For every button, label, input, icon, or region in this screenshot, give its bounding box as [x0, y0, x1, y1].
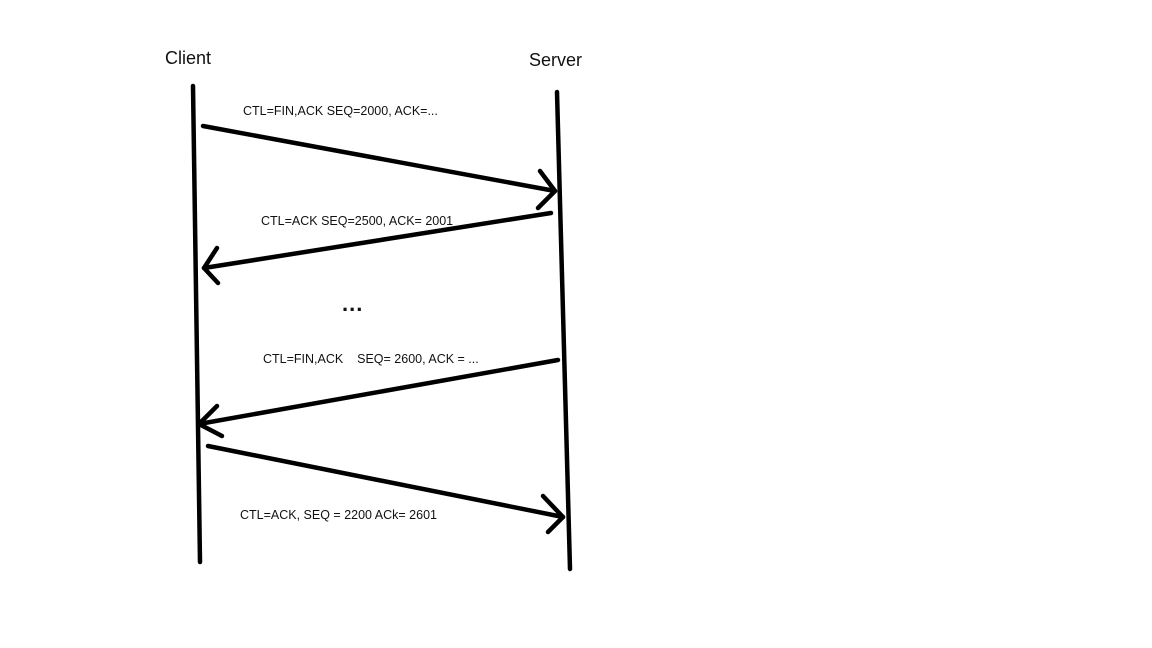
- message-label-4: CTL=ACK, SEQ = 2200 ACk= 2601: [240, 508, 437, 522]
- message-label-3: CTL=FIN,ACK SEQ= 2600, ACK = ...: [263, 352, 479, 366]
- message-arrow-4: [205, 443, 566, 535]
- arrowhead-right: [535, 168, 558, 211]
- arrowhead-left: [201, 245, 221, 286]
- server-label: Server: [529, 50, 583, 70]
- message-label-2: CTL=ACK SEQ=2500, ACK= 2001: [261, 214, 454, 228]
- message-label-1: CTL=FIN,ACK SEQ=2000, ACK=...: [243, 104, 438, 118]
- message-arrow-3: [196, 357, 561, 439]
- client-label: Client: [165, 48, 212, 68]
- client-lifeline: [190, 83, 203, 565]
- message-arrow-2: [201, 210, 554, 286]
- arrowhead-right: [540, 493, 566, 535]
- server-lifeline: [554, 89, 573, 572]
- gap-ellipsis: ...: [342, 291, 364, 316]
- message-arrow-1: [200, 123, 558, 211]
- arrowhead-left: [196, 403, 225, 439]
